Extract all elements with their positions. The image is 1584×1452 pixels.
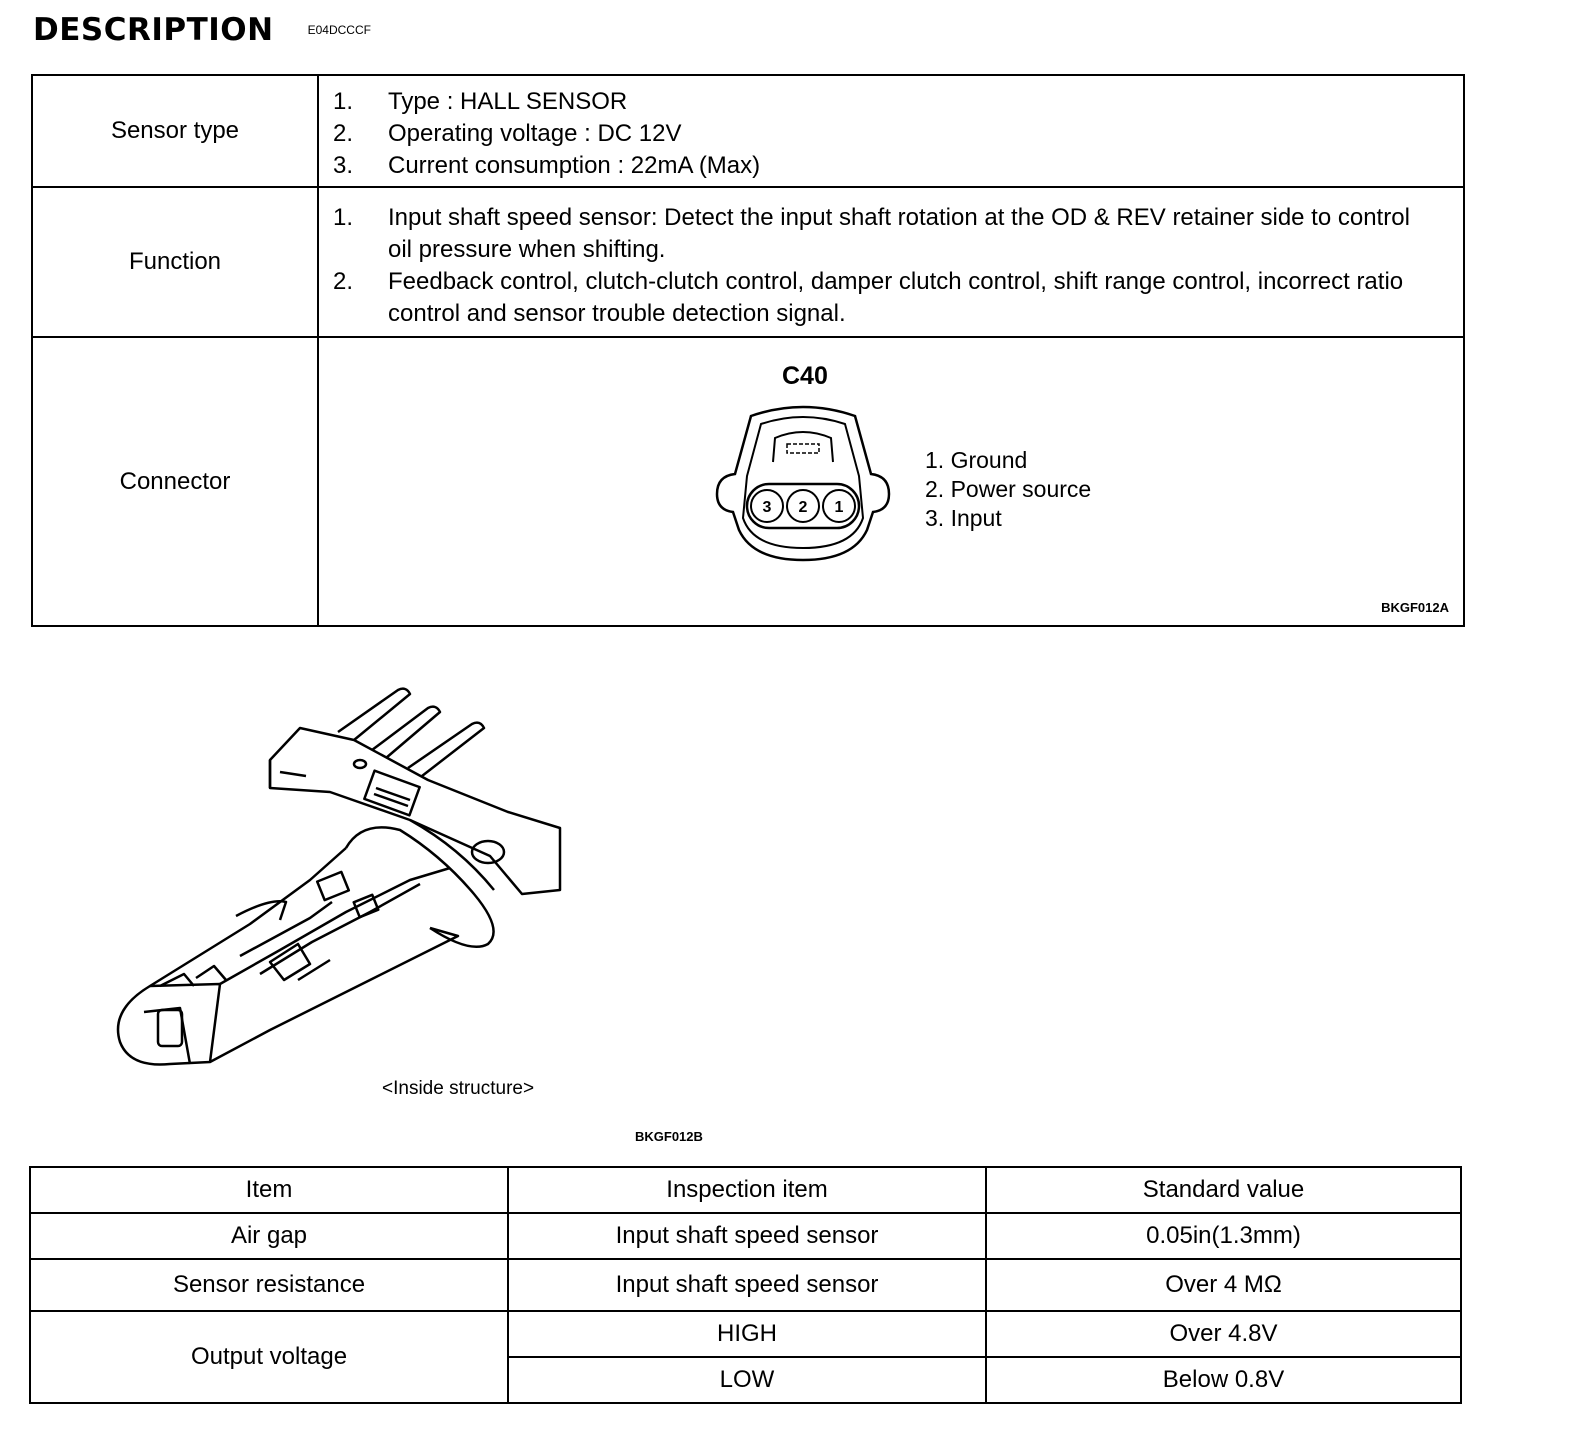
column-header: Inspection item [507,1166,987,1214]
pin-item: 1. Ground [925,447,1028,473]
sensor-type-content: 1.Type : HALL SENSOR 2.Operating voltage… [317,74,1465,188]
pin-number: 1 [835,499,844,516]
connector-row: Connector C40 3 2 1 1. Ground 2. Power s… [31,336,1465,627]
table-row: Sensor resistance Input shaft speed sens… [29,1258,1462,1312]
pin-item: 2. Power source [925,476,1092,502]
pin-item: 3. Input [925,505,1002,531]
list-item: 3.Current consumption : 22mA (Max) [333,152,761,179]
sensor-type-list: 1.Type : HALL SENSOR 2.Operating voltage… [319,76,1463,182]
table-cell: Over 4.8V [985,1310,1462,1358]
pin-number: 2 [799,499,808,516]
figure-caption: <Inside structure> [382,1078,535,1099]
connector-figure-code: BKGF012A [1381,600,1449,615]
table-cell: HIGH [507,1310,987,1358]
column-header: Item [29,1166,509,1214]
table-row: LOW Below 0.8V [30,1356,1462,1404]
figure-code: BKGF012B [635,1129,703,1144]
table-row: Output voltage HIGH Over 4.8V [29,1310,1462,1404]
connector-label: Connector [31,336,319,627]
connector-content: C40 3 2 1 1. Ground 2. Power source 3. I… [317,336,1465,627]
function-content: 1.Input shaft speed sensor: Detect the i… [317,186,1465,338]
table-cell: Over 4 MΩ [985,1258,1462,1312]
list-item: 2.Operating voltage : DC 12V [333,120,682,147]
page-title: DESCRIPTION [33,12,274,48]
sensor-structure-illustration-icon [116,687,562,1066]
table-header-row: Item Inspection item Standard value [29,1166,1462,1214]
list-item: 1.Input shaft speed sensor: Detect the i… [333,204,1410,263]
table-cell: Sensor resistance [29,1258,509,1312]
list-item: 2.Feedback control, clutch-clutch contro… [333,268,1404,327]
table-cell: Below 0.8V [985,1356,1462,1404]
pin-list: 1. Ground 2. Power source 3. Input [925,446,1091,533]
function-list: 1.Input shaft speed sensor: Detect the i… [319,188,1463,330]
connector-name: C40 [782,362,828,390]
section-code: E04DCCCF [307,23,371,37]
function-row: Function 1.Input shaft speed sensor: Det… [31,186,1465,338]
pin-number: 3 [763,499,772,516]
sensor-type-label: Sensor type [31,74,319,188]
table-cell: 0.05in(1.3mm) [985,1212,1462,1260]
connector-diagram-icon: 3 2 1 [715,405,891,562]
table-cell: Input shaft speed sensor [507,1212,987,1260]
specification-table: Item Inspection item Standard value Air … [29,1166,1462,1404]
sensor-type-row: Sensor type 1.Type : HALL SENSOR 2.Opera… [31,74,1465,188]
list-item: 1.Type : HALL SENSOR [333,88,628,115]
table-cell: Input shaft speed sensor [507,1258,987,1312]
table-row: Air gap Input shaft speed sensor 0.05in(… [29,1212,1462,1260]
table-cell: Air gap [29,1212,509,1260]
column-header: Standard value [985,1166,1462,1214]
table-cell: LOW [507,1356,987,1404]
table-cell: Output voltage [29,1310,509,1404]
description-table: Sensor type 1.Type : HALL SENSOR 2.Opera… [31,74,1465,627]
section-heading: DESCRIPTION E04DCCCF [33,12,371,48]
function-label: Function [31,186,319,338]
